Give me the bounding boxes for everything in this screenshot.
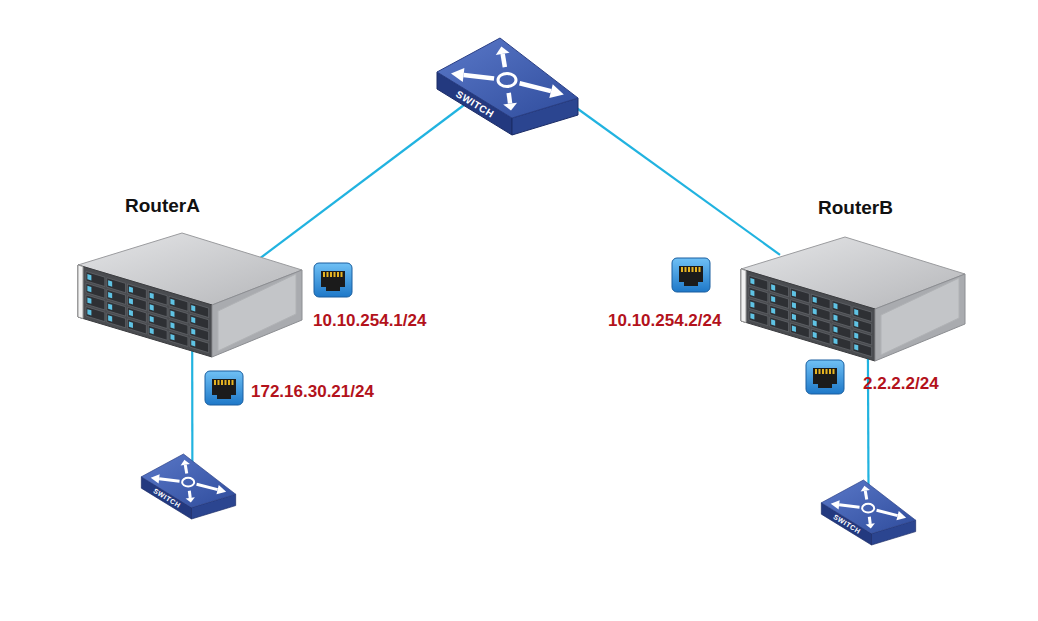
switch-icon <box>435 35 580 135</box>
switch-device: SWITCH <box>820 478 917 545</box>
ethernet-port <box>205 371 243 405</box>
switch-device: SWITCH <box>435 35 580 135</box>
ip-address: 172.16.30.21/24 <box>251 382 374 402</box>
ip-address: 2.2.2.2/24 <box>863 374 939 394</box>
ethernet-port <box>314 263 352 297</box>
network-link <box>867 350 870 490</box>
router-chassis <box>733 196 968 364</box>
switch-device: SWITCH <box>140 452 237 519</box>
ethernet-port <box>806 360 844 394</box>
router-chassis <box>70 192 305 360</box>
switch-icon <box>820 478 917 545</box>
drive-bays <box>86 272 209 353</box>
router-device: RouterA <box>70 192 305 360</box>
drive-bays <box>749 276 872 357</box>
router-device: RouterB <box>733 196 968 364</box>
network-link <box>566 100 781 255</box>
device-name: RouterA <box>125 195 200 217</box>
network-link <box>191 350 193 465</box>
ip-address: 10.10.254.2/24 <box>608 311 721 331</box>
switch-icon <box>140 452 237 519</box>
network-link <box>255 105 464 262</box>
device-name: RouterB <box>818 197 893 219</box>
ip-address: 10.10.254.1/24 <box>313 311 426 331</box>
ethernet-port <box>672 258 710 292</box>
